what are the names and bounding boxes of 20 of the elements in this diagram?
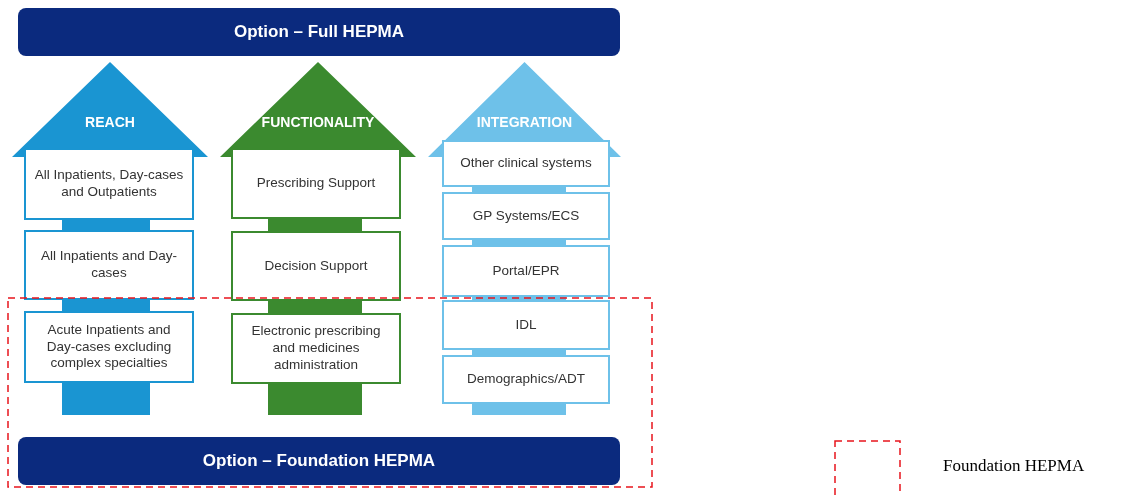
text-box: Electronic prescribing and medicines administration xyxy=(231,313,401,384)
up-arrow xyxy=(428,62,621,415)
text-box: Prescribing Support xyxy=(231,148,401,219)
up-arrow xyxy=(12,62,208,415)
option-banner: Option – Full HEPMA xyxy=(18,8,620,56)
text-box: Demographics/ADT xyxy=(442,355,610,404)
text-box: Acute Inpatients and Day-cases excluding complex specialties xyxy=(24,311,194,383)
up-arrow xyxy=(220,62,416,415)
text-box: Other clinical systems xyxy=(442,140,610,187)
text-box: GP Systems/ECS xyxy=(442,192,610,240)
text-box: All Inpatients, Day-cases and Outpatients xyxy=(24,148,194,220)
text-box: Portal/EPR xyxy=(442,245,610,297)
text-box: IDL xyxy=(442,300,610,350)
legend-label: Foundation HEPMA xyxy=(943,456,1085,476)
arrow-title: INTEGRATION xyxy=(475,114,574,130)
option-banner: Option – Foundation HEPMA xyxy=(18,437,620,485)
arrow-title: REACH xyxy=(84,114,136,130)
arrow-title: FUNCTIONALITY xyxy=(260,114,376,130)
text-box: Decision Support xyxy=(231,231,401,301)
text-box: All Inpatients and Day-cases xyxy=(24,230,194,300)
